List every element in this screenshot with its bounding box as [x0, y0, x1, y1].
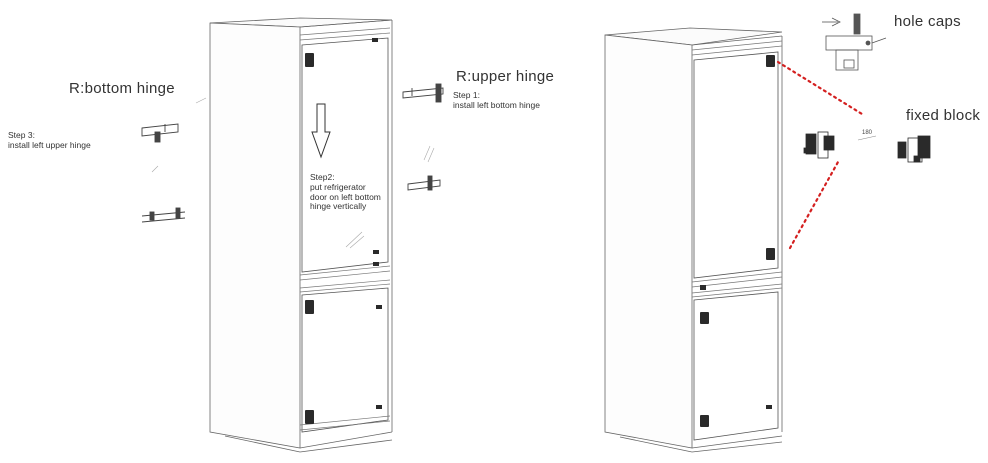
fixed-block-part-right [897, 135, 931, 163]
red-dotted-guides [776, 60, 864, 250]
right-fridge-cabinet [604, 27, 783, 453]
r-upper-hinge-label: R:upper hinge [456, 68, 555, 85]
angle-label: 180 [862, 130, 873, 136]
hole-caps-part [822, 13, 887, 71]
step3-label: Step 3: install left upper hinge [8, 130, 91, 150]
step1-label: Step 1: install left bottom hinge [453, 90, 540, 110]
step2-label: Step2: put refrigerator door on left bot… [310, 172, 381, 212]
right-fridge-lower-door [693, 291, 779, 441]
step2-hinge-part [407, 175, 441, 191]
left-fridge-cabinet [209, 17, 393, 453]
bottom-hinge-part [141, 123, 179, 143]
hole-caps-label: hole caps [894, 13, 961, 30]
left-leader-lines [151, 97, 435, 249]
left-fridge-hinges [305, 38, 382, 424]
down-arrow-icon [311, 103, 331, 159]
right-fridge-upper-door [693, 51, 779, 279]
left-fridge-lower-door [301, 287, 389, 433]
step3-hinge-part [141, 207, 186, 223]
right-fridge-rails [691, 40, 783, 298]
fixed-block-label: fixed block [906, 107, 981, 124]
r-bottom-hinge-label: R:bottom hinge [69, 80, 175, 97]
right-fridge-hinges [700, 55, 775, 427]
left-fridge-rails [299, 27, 391, 431]
left-fridge-upper-door [301, 37, 389, 273]
angle-marker [857, 135, 877, 141]
upper-hinge-part [402, 83, 444, 103]
fixed-block-part-left [803, 131, 835, 159]
